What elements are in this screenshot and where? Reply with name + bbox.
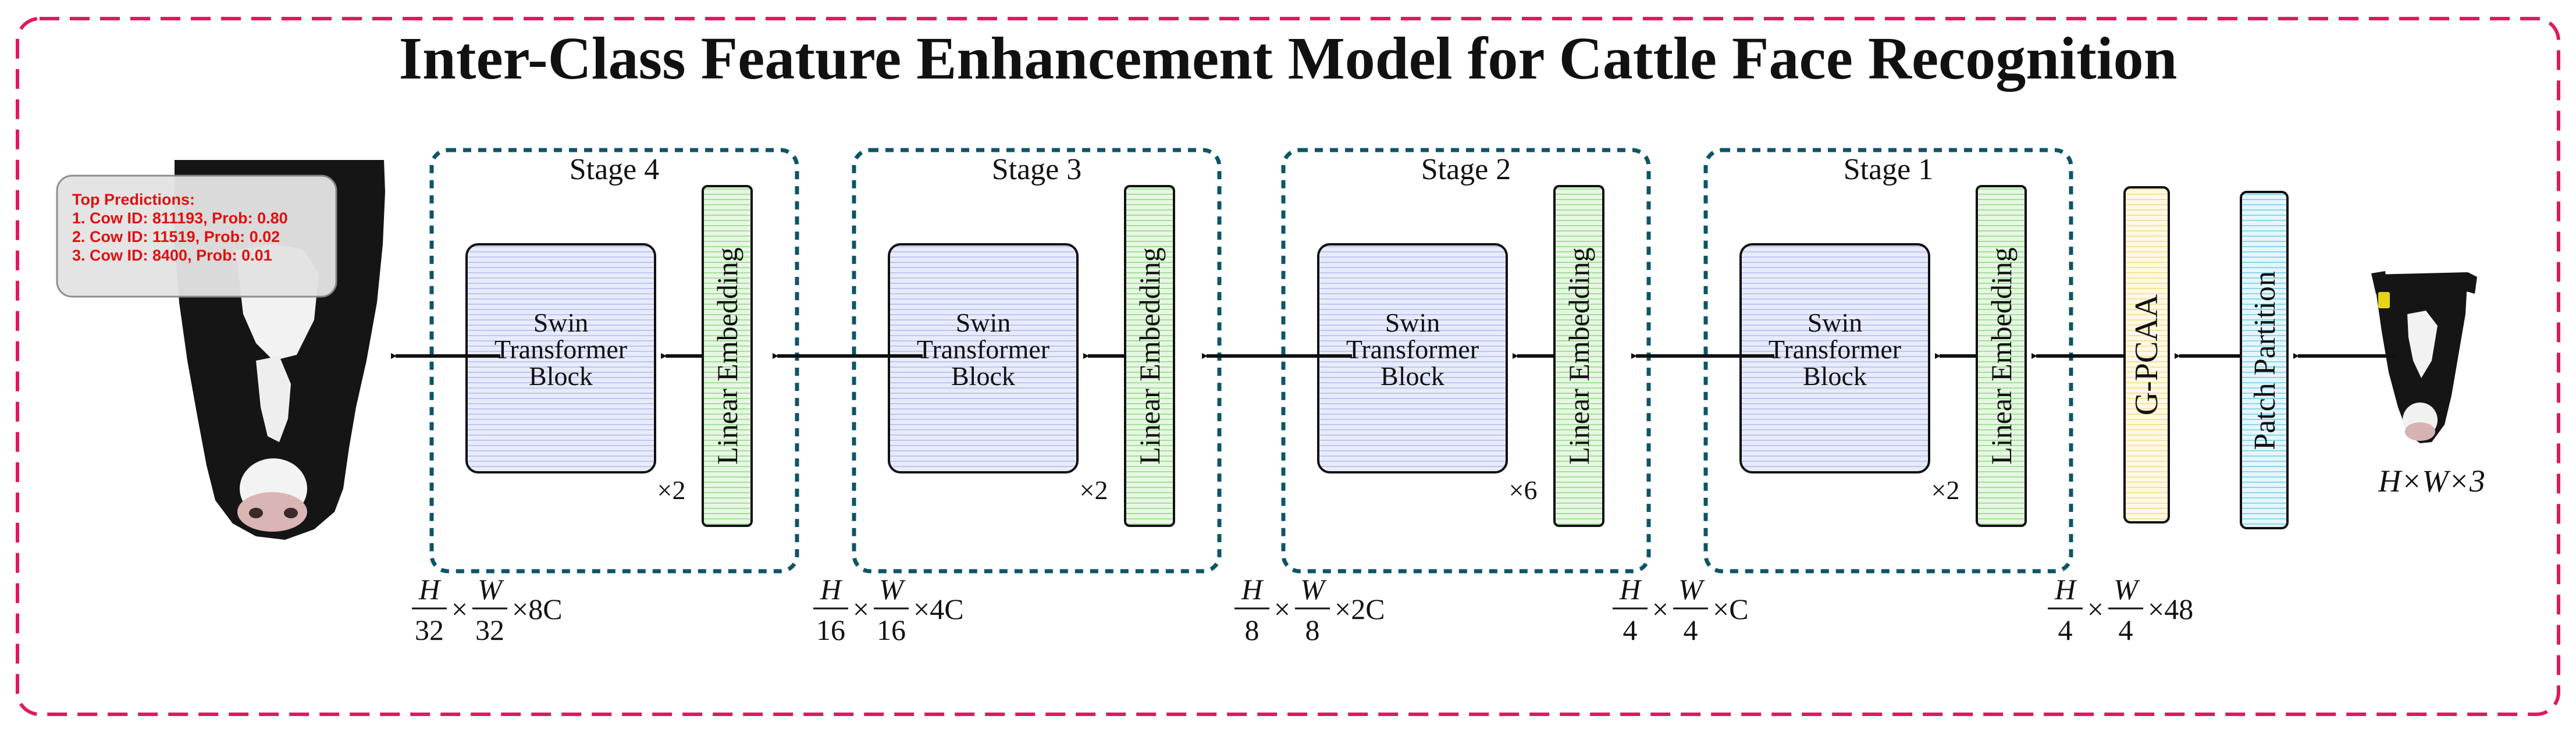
channel-count: ×8C [512, 593, 563, 625]
swin-label-line: Transformer [917, 334, 1049, 364]
dimension-label: H 4 × W 4 ×48 [2048, 573, 2193, 646]
swin-label-line: Swin [956, 308, 1011, 337]
stage-title: Stage 4 [570, 153, 660, 186]
linear-embedding-label: Linear Embedding [711, 247, 743, 465]
swin-transformer-block [888, 243, 1079, 473]
width-numerator: W [879, 573, 906, 606]
stage-title: Stage 2 [1421, 153, 1511, 186]
gpcaa-label: G-PCAA [2129, 294, 2165, 415]
outer-frame [16, 17, 2560, 716]
gpcaa-block: G-PCAA [2123, 186, 2170, 524]
cow-face-small-icon [2371, 271, 2477, 443]
swin-label-line: Block [1380, 361, 1444, 391]
dimension-label: H 8 × W 8 ×2C [1234, 573, 1385, 646]
dims-layer: H32×W32×8CH16×W16×4CH8×W8×2CH4×W4×CH4×W4… [412, 573, 2193, 646]
width-denominator: 4 [1684, 614, 1698, 646]
swin-label-line: Transformer [494, 334, 627, 364]
swin-transformer-block [1317, 243, 1508, 473]
patch-partition-label: Patch Partition [2248, 271, 2282, 450]
diagram-title: Inter-Class Feature Enhancement Model fo… [399, 25, 2177, 92]
swin-label-line: Swin [533, 308, 589, 337]
width-numerator: W [1678, 573, 1705, 606]
prediction-line: 3. Cow ID: 8400, Prob: 0.01 [72, 247, 272, 264]
width-numerator: W [2114, 573, 2140, 606]
stage-border [852, 148, 1222, 574]
times-sign: × [1652, 593, 1668, 625]
prediction-line: 1. Cow ID: 811193, Prob: 0.80 [72, 209, 288, 227]
height-denominator: 32 [415, 614, 444, 646]
repeat-count: ×2 [1931, 475, 1960, 505]
linear-embedding-label: Linear Embedding [1563, 247, 1595, 465]
width-numerator: W [1300, 573, 1327, 606]
width-denominator: 16 [877, 614, 906, 646]
swin-label-line: Block [1803, 361, 1867, 391]
height-numerator: H [820, 573, 843, 606]
width-denominator: 32 [475, 614, 504, 646]
stage-border [429, 148, 799, 574]
swin-transformer-block [465, 243, 656, 473]
stage-border [1703, 148, 2073, 574]
swin-label-line: Swin [1808, 308, 1863, 337]
height-numerator: H [1619, 573, 1642, 606]
swin-label-line: Transformer [1769, 334, 1901, 364]
swin-label-line: Block [529, 361, 593, 391]
repeat-count: ×6 [1509, 475, 1538, 505]
prediction-line: 2. Cow ID: 11519, Prob: 0.02 [72, 228, 280, 245]
channel-count: ×48 [2148, 593, 2193, 625]
width-numerator: W [478, 573, 504, 606]
patch-partition-block: Patch Partition [2240, 191, 2289, 529]
width-denominator: 8 [1305, 614, 1320, 646]
prediction-heading: Top Predictions: [72, 191, 195, 208]
height-denominator: 16 [816, 614, 845, 646]
times-sign: × [2087, 593, 2104, 625]
dimension-label: H32×W32×8C [412, 573, 563, 646]
times-sign: × [853, 593, 869, 625]
height-denominator: 4 [2058, 614, 2073, 646]
height-denominator: 4 [1623, 614, 1638, 646]
dimension-label: H 4 × W 4 ×C [1613, 573, 1749, 646]
swin-transformer-block [1739, 243, 1930, 473]
prediction-box: Top Predictions: 1. Cow ID: 811193, Prob… [56, 175, 337, 298]
linear-embedding-label: Linear Embedding [1133, 247, 1166, 465]
swin-label-line: Swin [1385, 308, 1440, 337]
height-numerator: H [2054, 573, 2077, 606]
dimension-label: H16×W16×4C [813, 573, 964, 646]
height-numerator: H [1241, 573, 1264, 606]
repeat-count: ×2 [1080, 475, 1108, 505]
height-denominator: 8 [1245, 614, 1259, 646]
swin-label-line: Block [951, 361, 1015, 391]
input-dims: H×W×3 [2378, 464, 2485, 498]
stage-title: Stage 3 [992, 153, 1082, 186]
channel-count: ×2C [1335, 593, 1385, 625]
stage-title: Stage 1 [1844, 153, 1934, 186]
times-sign: × [451, 593, 468, 625]
times-sign: × [1274, 593, 1290, 625]
repeat-count: ×2 [657, 475, 686, 505]
height-numerator: H [418, 573, 442, 606]
stage-border [1281, 148, 1651, 574]
channel-count: ×C [1713, 593, 1749, 625]
swin-label-line: Transformer [1346, 334, 1479, 364]
channel-count: ×4C [913, 593, 964, 625]
width-denominator: 4 [2119, 614, 2133, 646]
linear-embedding-label: Linear Embedding [1985, 247, 2018, 465]
